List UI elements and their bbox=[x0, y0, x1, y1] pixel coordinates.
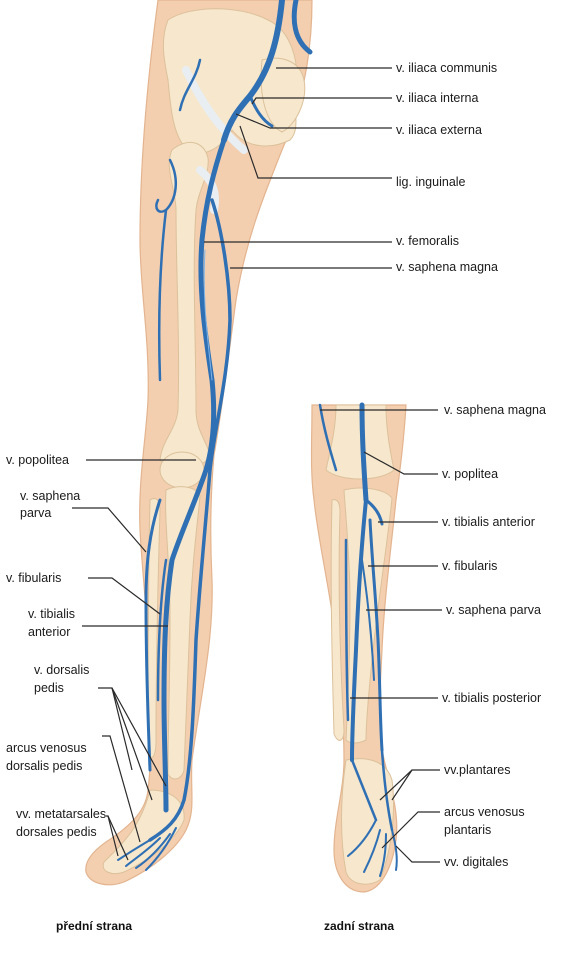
label-fibularis-posterior: v. fibularis bbox=[442, 559, 497, 573]
label-plantares: vv.plantares bbox=[444, 763, 510, 777]
posterior-leg-illustration bbox=[310, 402, 407, 893]
posterior-veins bbox=[318, 402, 398, 877]
label-arcus-plantaris-line2: plantaris bbox=[444, 823, 491, 837]
label-femoralis: v. femoralis bbox=[396, 234, 459, 248]
label-tibialis-anterior-line1: v. tibialis bbox=[28, 607, 75, 621]
posterior-fibula bbox=[330, 499, 345, 741]
leader-lines bbox=[72, 67, 442, 863]
label-tibialis-posterior: v. tibialis posterior bbox=[442, 691, 541, 705]
label-saphena-parva-posterior: v. saphena parva bbox=[446, 603, 541, 617]
label-fibularis-anterior: v. fibularis bbox=[6, 571, 61, 585]
label-dorsalis-pedis-line2: pedis bbox=[34, 681, 64, 695]
posterior-foot-bones bbox=[341, 758, 394, 885]
anterior-veins bbox=[117, 0, 313, 871]
anterior-leg-illustration bbox=[85, 0, 313, 886]
label-saphena-parva-line2: parva bbox=[20, 506, 51, 520]
label-saphena-magna-posterior: v. saphena magna bbox=[444, 403, 546, 417]
label-iliaca-communis: v. iliaca communis bbox=[396, 61, 497, 75]
label-arcus-plantaris-line1: arcus venosus bbox=[444, 805, 525, 819]
label-poplitea: v. poplitea bbox=[442, 467, 498, 481]
anterior-sacrum bbox=[260, 57, 306, 133]
label-iliaca-externa: v. iliaca externa bbox=[396, 123, 482, 137]
label-arcus-dorsalis-line1: arcus venosus bbox=[6, 741, 87, 755]
label-saphena-parva-line1: v. saphena bbox=[20, 489, 80, 503]
anterior-patella bbox=[159, 451, 205, 489]
label-metatarsales-line1: vv. metatarsales bbox=[16, 807, 106, 821]
caption-anterior: přední strana bbox=[56, 919, 132, 933]
anterior-fibula bbox=[147, 497, 161, 758]
anterior-labels: v. iliaca communis v. iliaca interna v. … bbox=[6, 61, 498, 933]
label-tibialis-anterior-posterior-view: v. tibialis anterior bbox=[442, 515, 535, 529]
label-tibialis-anterior-line2: anterior bbox=[28, 625, 70, 639]
label-metatarsales-line2: dorsales pedis bbox=[16, 825, 97, 839]
label-inguinal-ligament: lig. inguinale bbox=[396, 175, 466, 189]
posterior-labels: v. saphena magna v. poplitea v. tibialis… bbox=[324, 403, 546, 933]
label-arcus-dorsalis-line2: dorsalis pedis bbox=[6, 759, 82, 773]
label-popolitea: v. popolitea bbox=[6, 453, 69, 467]
caption-posterior: zadní strana bbox=[324, 919, 394, 933]
label-dorsalis-pedis-line1: v. dorsalis bbox=[34, 663, 89, 677]
inguinal-ligament bbox=[182, 66, 248, 154]
label-saphena-magna-anterior: v. saphena magna bbox=[396, 260, 498, 274]
label-digitales: vv. digitales bbox=[444, 855, 508, 869]
label-iliaca-interna: v. iliaca interna bbox=[396, 91, 478, 105]
